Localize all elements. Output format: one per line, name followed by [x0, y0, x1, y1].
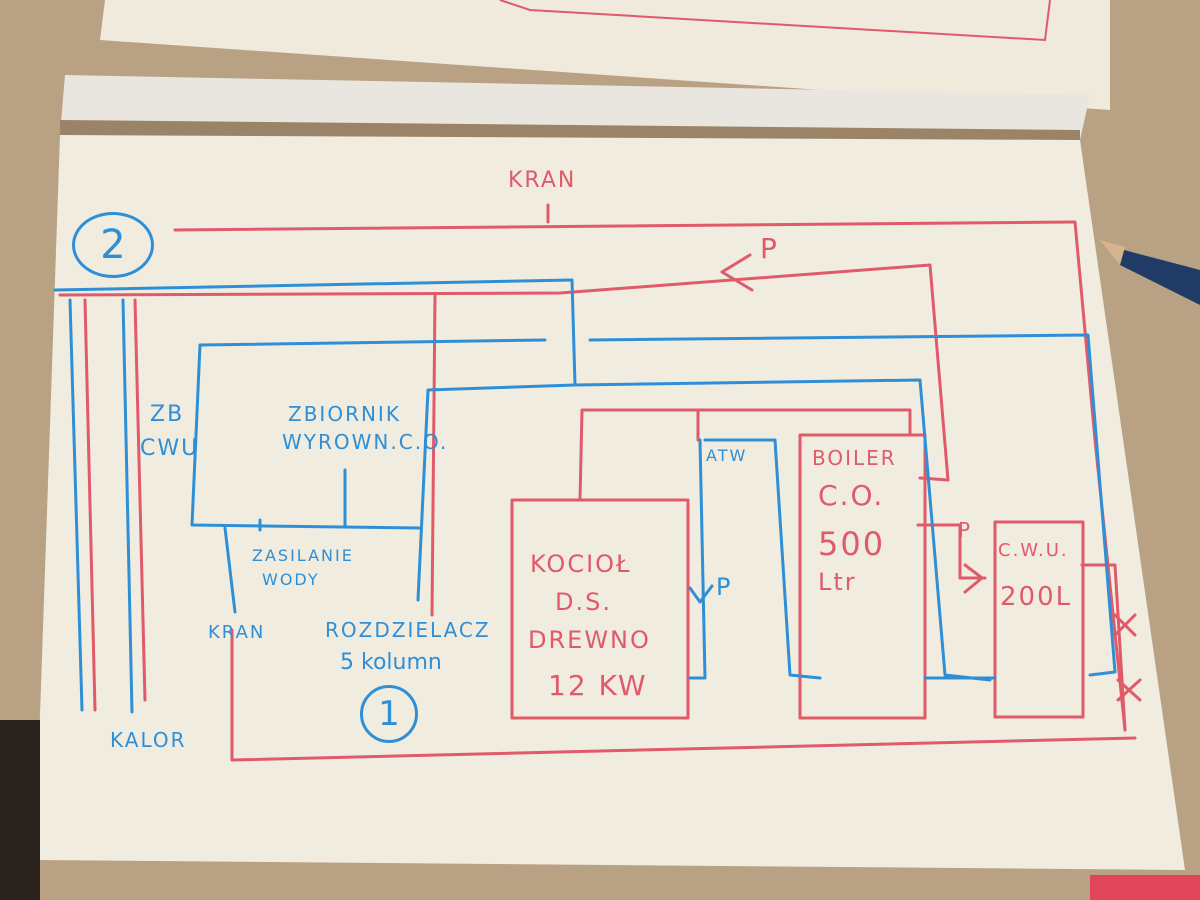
- label-boiler-3: 500: [818, 525, 886, 563]
- red-boiler-feed: [578, 408, 912, 502]
- circle-number-2: 2: [72, 212, 154, 278]
- label-kran-left: KRAN: [208, 622, 266, 643]
- label-kran-top: KRAN: [508, 168, 577, 193]
- label-rozdzielacz: ROZDZIELACZ: [325, 618, 491, 642]
- blue-left-riser-2: [121, 298, 134, 714]
- cross-1b: [1113, 613, 1137, 637]
- label-p-mid: P: [958, 518, 973, 542]
- blue-left-riser-1: [68, 298, 84, 712]
- label-p-top: P: [760, 232, 779, 265]
- label-kolumn: 5 kolumn: [340, 650, 442, 675]
- circle-1-label: 1: [378, 694, 400, 734]
- red-top-main: [173, 220, 1077, 232]
- label-cwu-2: 200L: [1000, 582, 1073, 612]
- label-kociol-2: D.S.: [555, 588, 612, 616]
- label-kociol-1: KOCIOŁ: [530, 550, 632, 578]
- label-zbiornik-1: ZBIORNIK: [288, 402, 401, 426]
- main-paper-sheet: [35, 135, 1185, 870]
- label-atw: ATW: [706, 446, 748, 465]
- boiler-co-box: [798, 433, 927, 720]
- label-zasilanie-2: WODY: [262, 570, 320, 589]
- cwu-box: [993, 520, 1085, 719]
- label-kociol-3: DREWNO: [528, 626, 651, 654]
- blue-atw-return: [703, 438, 822, 680]
- red-rozdzielacz-riser: [430, 293, 437, 617]
- blue-atw-loop: [688, 438, 707, 680]
- label-kalor: KALOR: [110, 728, 187, 752]
- cross-2b: [1116, 678, 1142, 702]
- label-boiler-4: Ltr: [818, 568, 857, 596]
- label-boiler-1: BOILER: [812, 446, 897, 470]
- red-cwu-out: [1080, 563, 1127, 732]
- top-paper-sheet: [100, 0, 1110, 110]
- label-zbiornik-2: WYROWN.C.O.: [282, 430, 449, 454]
- circle-number-1: 1: [360, 685, 418, 743]
- label-zb-cwu-1: ZB: [150, 402, 185, 427]
- red-left-riser-1: [83, 298, 97, 712]
- blue-top-main: [53, 278, 574, 292]
- circle-2-label: 2: [100, 222, 126, 268]
- blue-zasilanie-drop: [223, 526, 237, 614]
- label-kociol-4: 12 KW: [548, 669, 648, 702]
- pencil: [1105, 245, 1200, 305]
- label-boiler-2: C.O.: [818, 479, 885, 512]
- pencil-tip: [1100, 240, 1125, 265]
- red-object-corner: [1090, 875, 1200, 900]
- blue-right-loop: [588, 333, 1117, 677]
- red-boiler-to-cwu: [916, 523, 987, 580]
- label-zasilanie-1: ZASILANIE: [252, 546, 354, 565]
- arrow-top-p: [720, 253, 754, 292]
- kociol-box: [510, 498, 690, 720]
- label-cwu-1: C.W.U.: [998, 540, 1069, 561]
- red-left-riser-2: [133, 298, 147, 702]
- label-zb-cwu-2: CWU: [140, 436, 200, 461]
- blue-tank-frame: [190, 338, 547, 530]
- arrow-mid-p: [963, 563, 984, 594]
- red-bottom-return: [230, 628, 1137, 762]
- top-paper-red-line: [499, 0, 1051, 42]
- dark-corner: [0, 720, 40, 900]
- label-p-left: P: [716, 573, 733, 601]
- arrow-p-down: [688, 584, 714, 604]
- red-upper-loop: [58, 263, 950, 482]
- blue-rozdzielacz: [416, 383, 577, 602]
